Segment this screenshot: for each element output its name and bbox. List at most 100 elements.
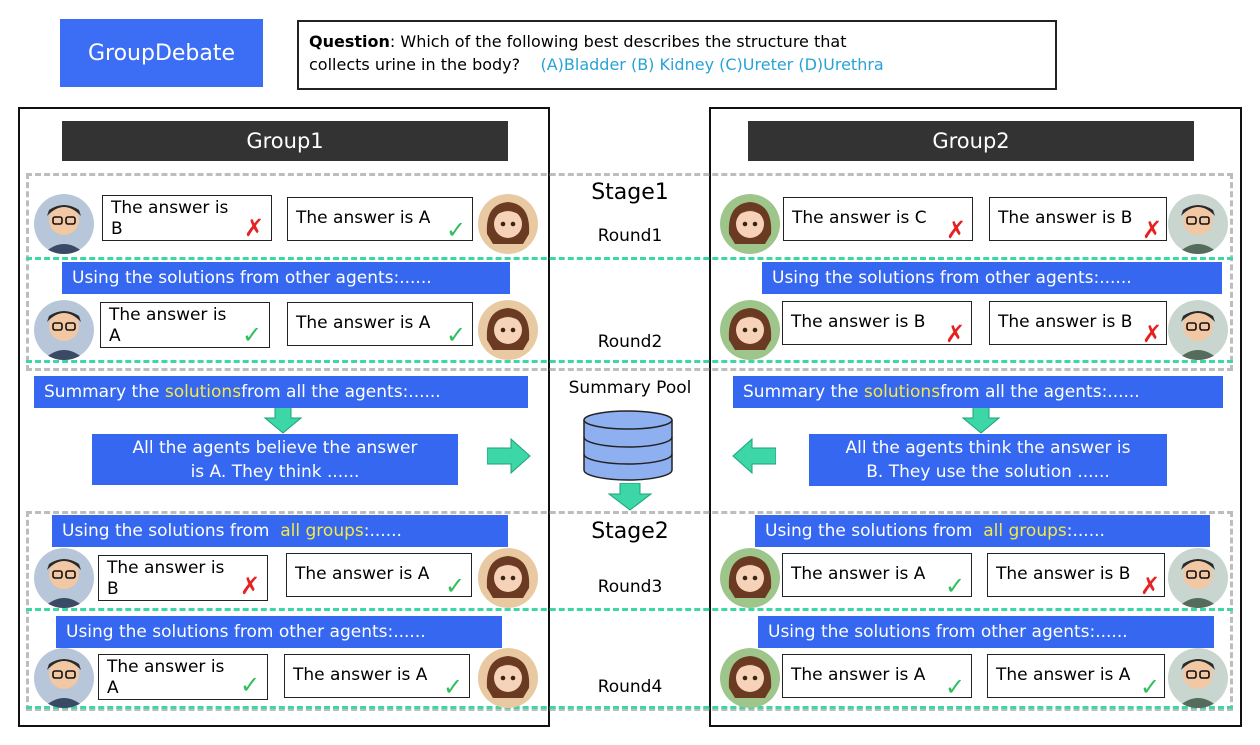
group1-frame [18, 107, 550, 727]
summary-pool-label: Summary Pool [568, 378, 692, 398]
round-separator [26, 608, 1233, 611]
all-groups-suffix: :...... [363, 521, 402, 541]
instruction-bar: Using the solutions from all groups:....… [52, 515, 508, 547]
agent-girl-avatar [477, 194, 539, 254]
answer-bubble: The answer is B ✗ [102, 195, 272, 241]
answer-bubble: The answer is B ✗ [782, 301, 972, 348]
group2-header: Group2 [748, 121, 1194, 161]
agent-boy-avatar [33, 648, 95, 708]
answer-text: The answer is B [791, 312, 926, 332]
answer-text: The answer is B [998, 312, 1133, 332]
question-text-2: collects urine in the body? [309, 55, 521, 74]
answer-text: The answer is A [791, 564, 926, 584]
round1-label: Round1 [597, 226, 663, 246]
instruction-bar: Using the solutions from other agents:..… [62, 262, 510, 294]
wrong-icon: ✗ [946, 216, 967, 244]
down-arrow-icon [962, 406, 1000, 434]
summary-prefix: Summary the [743, 382, 859, 402]
stage2-label: Stage2 [591, 519, 669, 544]
check-icon: ✓ [240, 671, 261, 699]
instruction-bar: Using the solutions from other agents:..… [56, 616, 502, 648]
summary-instruction-bar: Summary the solutions from all the agent… [733, 376, 1223, 408]
agent-girl-avatar [719, 548, 781, 608]
agent-boy-avatar [1167, 648, 1229, 708]
summary-prefix: Summary the [44, 382, 160, 402]
round4-label: Round4 [597, 677, 663, 697]
answer-bubble: The answer is A ✓ [287, 197, 473, 244]
group2-summary-box: All the agents think the answer is B. The… [809, 434, 1167, 486]
answer-text: The answer is C [792, 208, 927, 228]
answer-text: A [109, 326, 121, 346]
stage2-region [26, 511, 1233, 711]
answer-bubble: The answer is C ✗ [783, 197, 973, 244]
answer-text: The answer is B [996, 564, 1131, 584]
round-separator [26, 706, 1233, 709]
wrong-icon: ✗ [945, 320, 966, 348]
check-icon: ✓ [446, 321, 467, 349]
question-text: : Which of the following best describes … [389, 32, 847, 51]
check-icon: ✓ [445, 572, 466, 600]
wrong-icon: ✗ [1142, 216, 1163, 244]
summary-instruction-bar: Summary the solutions from all the agent… [34, 376, 528, 408]
all-groups-suffix: :...... [1066, 521, 1105, 541]
all-groups-highlight: all groups [983, 521, 1067, 541]
agent-girl-avatar [477, 300, 539, 360]
instruction-bar: Using the solutions from all groups:....… [755, 515, 1210, 547]
question-box: Question: Which of the following best de… [297, 20, 1057, 90]
agent-girl-avatar [719, 300, 781, 360]
stage1-region [26, 173, 1233, 371]
round-separator [26, 360, 1233, 363]
answer-text: The answer is A [296, 313, 431, 333]
answer-text: B [111, 219, 123, 239]
answer-bubble: The answer is A ✓ [782, 553, 972, 598]
wrong-icon: ✗ [244, 214, 265, 242]
answer-text: The answer is A [791, 665, 926, 685]
answer-bubble: The answer is A ✓ [987, 654, 1165, 699]
check-icon: ✓ [443, 673, 464, 701]
answer-text: The answer is B [998, 208, 1133, 228]
title-badge: GroupDebate [60, 19, 263, 87]
left-arrow-icon [732, 438, 776, 474]
summary-text: All the agents think the answer is [845, 438, 1131, 458]
all-groups-highlight: all groups [280, 521, 364, 541]
all-groups-prefix: Using the solutions from [62, 521, 270, 541]
answer-text: B [107, 579, 119, 599]
check-icon: ✓ [242, 321, 263, 349]
right-arrow-icon [487, 438, 531, 474]
answer-bubble: The answer is B ✗ [989, 197, 1167, 244]
down-arrow-icon [608, 483, 652, 511]
agent-boy-avatar [1167, 548, 1229, 608]
question-label: Question [309, 32, 390, 51]
answer-bubble: The answer is A ✓ [284, 654, 470, 701]
answer-text: The answer is [107, 558, 225, 578]
answer-text: The answer is A [293, 665, 428, 685]
round3-label: Round3 [597, 577, 663, 597]
answer-text: The answer is [111, 198, 229, 218]
check-icon: ✓ [945, 673, 966, 701]
agent-girl-avatar [477, 648, 539, 708]
agent-boy-avatar [33, 194, 95, 254]
answer-text: The answer is A [296, 208, 431, 228]
question-options: (A)Bladder (B) Kidney (C)Ureter (D)Ureth… [540, 55, 884, 74]
agent-boy-avatar [33, 548, 95, 608]
wrong-icon: ✗ [1140, 572, 1161, 600]
summary-highlight: solutions [863, 382, 941, 402]
wrong-icon: ✗ [1142, 320, 1163, 348]
stage1-label: Stage1 [591, 180, 669, 205]
agent-boy-avatar [1167, 300, 1229, 360]
agent-boy-avatar [33, 300, 95, 360]
check-icon: ✓ [446, 216, 467, 244]
group1-header: Group1 [62, 121, 508, 161]
summary-suffix: from all the agents:...... [940, 382, 1140, 402]
database-icon [583, 410, 673, 481]
answer-bubble: The answer is B ✗ [98, 555, 268, 601]
answer-text: A [107, 678, 119, 698]
summary-highlight: solutions [164, 382, 242, 402]
down-arrow-icon [264, 406, 302, 434]
answer-bubble: The answer is A ✓ [782, 654, 972, 701]
summary-text: B. They use the solution ...... [866, 462, 1110, 482]
all-groups-prefix: Using the solutions from [765, 521, 973, 541]
instruction-bar: Using the solutions from other agents:..… [758, 616, 1214, 648]
answer-text: The answer is [109, 305, 227, 325]
answer-bubble: The answer is A ✓ [98, 654, 268, 700]
